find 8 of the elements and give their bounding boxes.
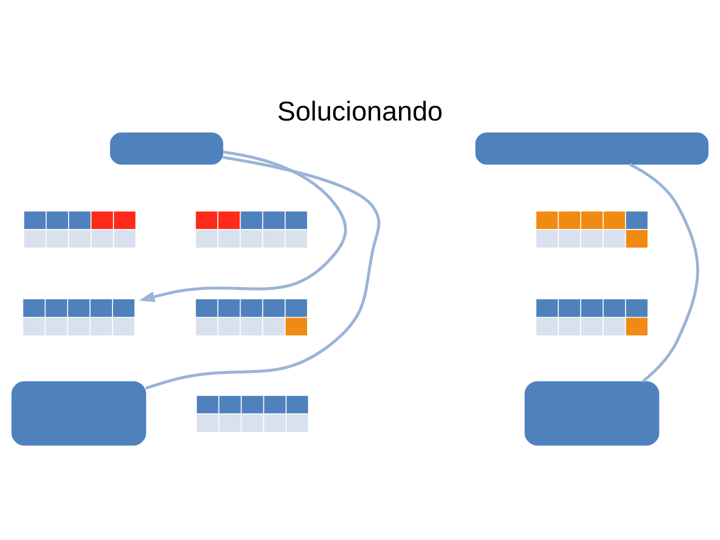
- connector: [629, 162, 700, 383]
- node-box: [12, 381, 146, 446]
- arrow: [139, 150, 347, 302]
- node-box: [110, 132, 224, 165]
- node-box: [524, 381, 660, 446]
- connector: [145, 156, 380, 390]
- node-box: [475, 132, 708, 165]
- diagram-title: Solucionando: [277, 96, 443, 127]
